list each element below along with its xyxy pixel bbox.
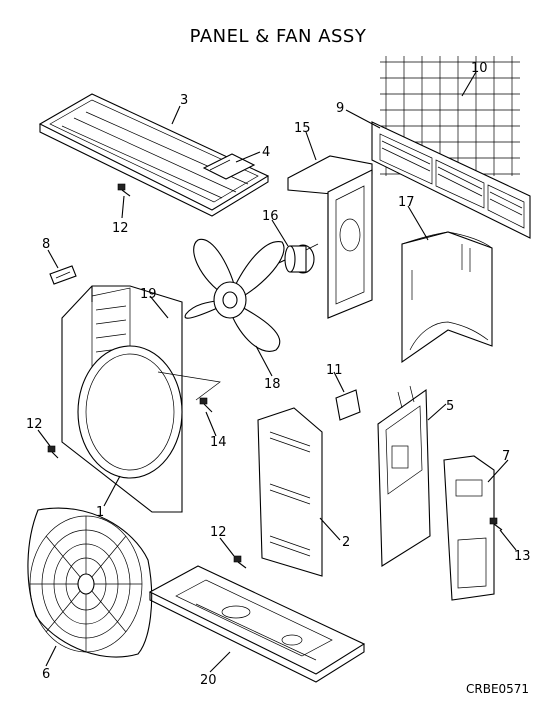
callout-12a: 12 <box>112 221 129 236</box>
callout-2: 2 <box>342 535 350 550</box>
screw-12a <box>117 183 131 197</box>
screw-12b <box>47 445 59 459</box>
callout-9: 9 <box>336 101 344 116</box>
part-17-side-panel <box>401 231 493 364</box>
callout-6: 6 <box>42 667 50 682</box>
part-16-fan-motor <box>267 243 319 274</box>
callout-20: 20 <box>200 673 217 688</box>
leader-lines <box>37 71 517 673</box>
callout-17: 17 <box>398 195 415 210</box>
part-1-front-panel <box>61 285 221 513</box>
callout-10: 10 <box>471 61 488 76</box>
part-3-top-panel <box>38 93 270 217</box>
callout-19: 19 <box>140 287 157 302</box>
callout-5: 5 <box>446 399 454 414</box>
callout-12b: 12 <box>26 417 43 432</box>
part-2-side-panel <box>257 407 323 577</box>
part-15-motor-bracket <box>287 155 373 319</box>
drawing-code: CRBE0571 <box>466 682 530 696</box>
screw-14 <box>199 397 213 413</box>
callout-12c: 12 <box>210 525 227 540</box>
part-20-base-pan <box>148 565 366 683</box>
callout-16: 16 <box>262 209 279 224</box>
part-18-propeller-fan <box>184 238 285 352</box>
callout-18: 18 <box>264 377 281 392</box>
part-8-clip <box>49 265 77 285</box>
part-7-service-cover <box>443 455 495 601</box>
callouts: 10 9 3 4 15 12 16 17 8 19 18 11 5 12 14 … <box>26 61 531 688</box>
callout-7: 7 <box>502 449 510 464</box>
callout-4: 4 <box>262 145 270 160</box>
callout-14: 14 <box>210 435 227 450</box>
part-9-rear-frame <box>371 121 531 239</box>
part-11-plate <box>335 389 361 421</box>
part-10-wire-grille <box>380 56 520 176</box>
callout-1: 1 <box>96 505 104 520</box>
callout-13: 13 <box>514 549 531 564</box>
callout-15: 15 <box>294 121 311 136</box>
screw-13 <box>489 517 503 531</box>
screw-12c <box>233 555 247 569</box>
callout-11: 11 <box>326 363 343 378</box>
part-5-partition <box>377 385 431 567</box>
diagram-title: PANEL & FAN ASSY <box>189 26 367 47</box>
part-6-fan-grille <box>27 507 153 658</box>
callout-3: 3 <box>180 93 188 108</box>
callout-8: 8 <box>42 237 50 252</box>
